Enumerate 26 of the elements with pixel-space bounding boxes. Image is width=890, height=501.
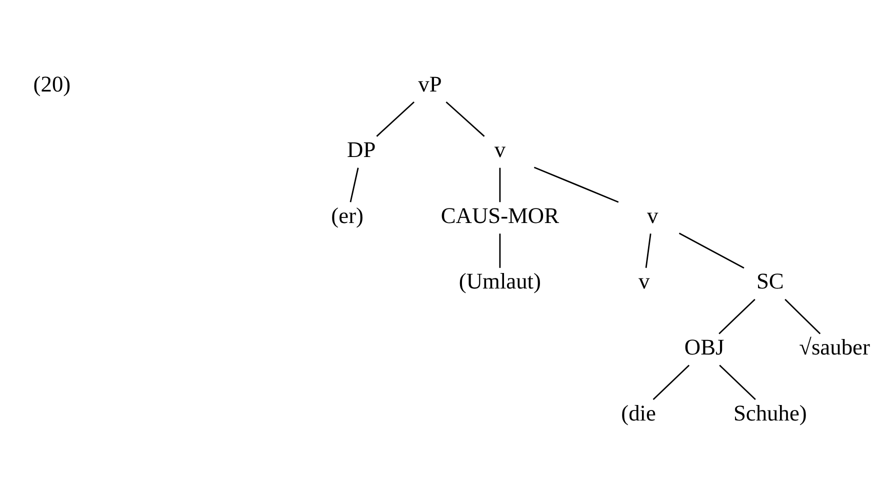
connector [350, 168, 359, 202]
node-text: (Umlaut) [458, 268, 541, 294]
node-text: v [638, 268, 650, 294]
node-text: (die [621, 400, 656, 426]
connector [718, 298, 756, 334]
node-text: SC [756, 268, 784, 294]
node-text: CAUS-MOR [440, 202, 560, 228]
connector [499, 234, 501, 268]
connector [784, 298, 821, 334]
label: (20) [33, 71, 71, 96]
node-text: DP [347, 137, 376, 162]
connector [499, 168, 501, 202]
connector [645, 234, 652, 268]
node-text: √sauber [799, 334, 870, 360]
node-text: Schuhe) [733, 400, 807, 426]
connector [652, 364, 690, 400]
node-text: v [646, 202, 658, 228]
connector [678, 232, 744, 269]
connector [534, 166, 619, 203]
node-text: OBJ [684, 334, 724, 360]
connector [376, 102, 415, 137]
connector [446, 102, 485, 137]
node-text: v [494, 137, 506, 162]
connector [719, 364, 756, 400]
node-text: vP [418, 71, 442, 96]
node-text: (er) [331, 202, 364, 228]
